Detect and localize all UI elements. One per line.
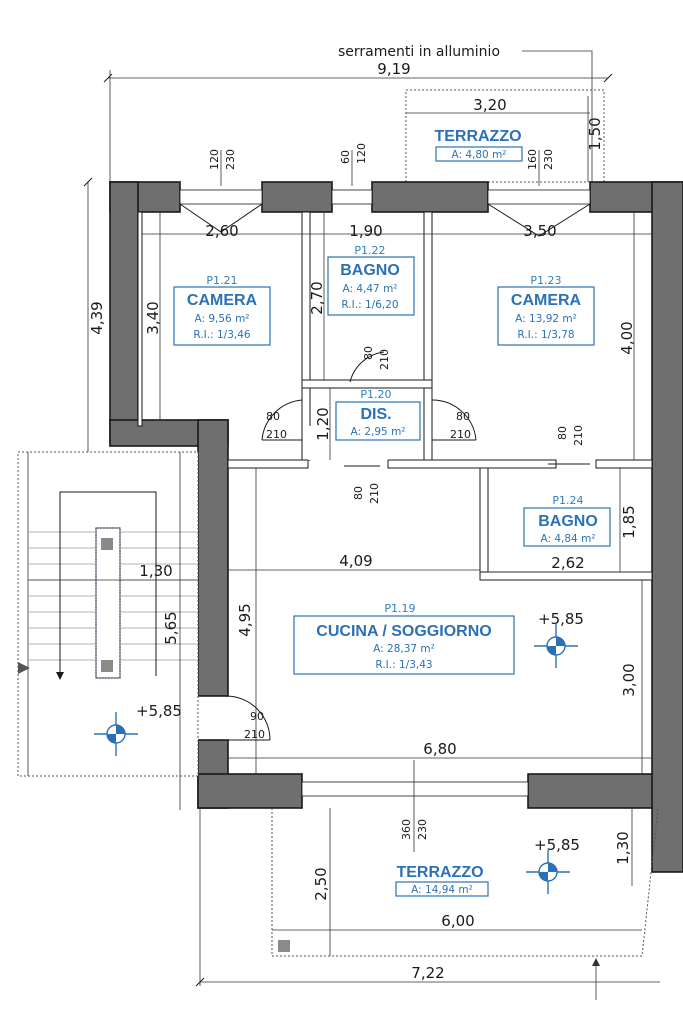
svg-text:80: 80: [266, 410, 280, 423]
svg-text:A: 4,84 m²: A: 4,84 m²: [540, 533, 595, 545]
svg-text:60: 60: [339, 150, 352, 164]
stair-level-label: +5,85: [136, 702, 182, 720]
room-bagno-p1-22: P1.22 BAGNO A: 4,47 m² R.I.: 1/6,20: [327, 244, 415, 316]
svg-text:P1.20: P1.20: [360, 388, 391, 401]
svg-text:210: 210: [244, 728, 265, 741]
svg-text:A: 13,92 m²: A: 13,92 m²: [515, 313, 577, 325]
terrace-top-name: TERRAZZO: [434, 128, 521, 145]
svg-text:2,62: 2,62: [551, 554, 584, 572]
svg-text:P1.21: P1.21: [206, 274, 237, 287]
living-level-marker: [534, 624, 578, 668]
upper-room-dimensions: 2,60 1,90 3,50 3,40 2,70 4,00 1,20: [142, 212, 652, 460]
svg-text:+5,85: +5,85: [534, 836, 580, 854]
svg-text:4,95: 4,95: [236, 603, 254, 636]
svg-text:7,22: 7,22: [411, 964, 444, 982]
svg-text:230: 230: [224, 149, 237, 170]
bottom-terrace: 2,50 6,00 1,30 TERRAZZO A: 14,94 m² +5,8…: [271, 807, 659, 957]
svg-text:210: 210: [450, 428, 471, 441]
svg-text:+5,85: +5,85: [538, 610, 584, 628]
bottom-width-dimension: 7,22: [195, 808, 660, 1000]
svg-text:80: 80: [362, 346, 375, 360]
svg-text:120: 120: [355, 143, 368, 164]
svg-text:120: 120: [208, 149, 221, 170]
svg-text:230: 230: [542, 149, 555, 170]
living-level: +5,85: [534, 610, 584, 668]
stair-level-marker: [94, 712, 138, 756]
svg-text:210: 210: [378, 349, 391, 370]
svg-text:210: 210: [368, 483, 381, 504]
door-swings: [179, 203, 591, 741]
terrace-top-width-label: 3,20: [473, 96, 506, 114]
svg-text:1,85: 1,85: [620, 505, 638, 538]
staircase: 1,30 5,65 +5,85: [17, 451, 199, 810]
window-opening-labels: 120 230 60 120 160 230: [208, 143, 555, 186]
svg-text:CAMERA: CAMERA: [511, 292, 582, 309]
svg-text:6,80: 6,80: [423, 740, 456, 758]
terrace-top-depth-label: 1,50: [586, 117, 604, 150]
svg-text:A: 2,95 m²: A: 2,95 m²: [350, 426, 405, 438]
svg-text:4,00: 4,00: [618, 321, 636, 354]
exterior-walls: [109, 181, 683, 873]
svg-text:A: 14,94 m²: A: 14,94 m²: [411, 884, 473, 896]
svg-text:3,40: 3,40: [144, 301, 162, 334]
svg-text:P1.19: P1.19: [384, 602, 415, 615]
overall-width-label: 9,19: [377, 60, 410, 78]
left-height-dimension: 4,39: [83, 177, 106, 452]
room-cucina-soggiorno-p1-19: P1.19 CUCINA / SOGGIORNO A: 28,37 m² R.I…: [293, 602, 515, 675]
svg-text:DIS.: DIS.: [360, 406, 391, 423]
room-bagno-p1-24: P1.24 BAGNO A: 4,84 m²: [523, 494, 611, 547]
terrace-top-area: A: 4,80 m²: [451, 149, 506, 161]
bagno24-dimensions: 2,62 1,85: [488, 468, 652, 573]
left-height-label: 4,39: [88, 301, 106, 334]
room-dis-p1-20: P1.20 DIS. A: 2,95 m²: [335, 388, 421, 441]
svg-text:A: 9,56 m²: A: 9,56 m²: [194, 313, 249, 325]
svg-text:360: 360: [400, 819, 413, 840]
svg-text:A: 4,47 m²: A: 4,47 m²: [342, 283, 397, 295]
svg-text:2,50: 2,50: [312, 867, 330, 900]
svg-text:1,30: 1,30: [614, 831, 632, 864]
note-leader-line: [522, 50, 593, 196]
svg-text:6,00: 6,00: [441, 912, 474, 930]
svg-text:BAGNO: BAGNO: [538, 513, 598, 530]
svg-text:3,50: 3,50: [523, 222, 556, 240]
living-dimensions: 4,09 4,95 3,00 6,80: [228, 468, 652, 774]
svg-text:160: 160: [526, 149, 539, 170]
svg-text:2,70: 2,70: [308, 281, 326, 314]
svg-text:R.I.: 1/3,43: R.I.: 1/3,43: [375, 659, 432, 671]
stair-length-label: 5,65: [162, 611, 180, 644]
svg-text:2,60: 2,60: [205, 222, 238, 240]
room-camera-p1-21: P1.21 CAMERA A: 9,56 m² R.I.: 1/3,46: [173, 274, 271, 346]
svg-text:R.I.: 1/6,20: R.I.: 1/6,20: [341, 299, 398, 311]
room-camera-p1-23: P1.23 CAMERA A: 13,92 m² R.I.: 1/3,78: [497, 274, 595, 346]
svg-text:210: 210: [266, 428, 287, 441]
svg-text:P1.24: P1.24: [552, 494, 583, 507]
stair-width-label: 1,30: [139, 562, 172, 580]
svg-text:3,00: 3,00: [620, 663, 638, 696]
svg-text:P1.23: P1.23: [530, 274, 561, 287]
svg-text:90: 90: [250, 710, 264, 723]
terrace-level-marker: [526, 850, 570, 894]
svg-text:A: 28,37 m²: A: 28,37 m²: [373, 643, 435, 655]
aluminium-frames-note: serramenti in alluminio: [338, 44, 500, 60]
svg-text:CUCINA / SOGGIORNO: CUCINA / SOGGIORNO: [316, 623, 491, 640]
svg-text:80: 80: [556, 426, 569, 440]
svg-text:1,20: 1,20: [314, 407, 332, 440]
svg-text:CAMERA: CAMERA: [187, 292, 258, 309]
door-opening-labels: 80 210 80 210 80 210 80 210 80 210 90 21…: [244, 346, 585, 852]
svg-text:80: 80: [352, 486, 365, 500]
svg-text:R.I.: 1/3,46: R.I.: 1/3,46: [193, 329, 250, 341]
svg-text:BAGNO: BAGNO: [340, 262, 400, 279]
svg-text:4,09: 4,09: [339, 552, 372, 570]
svg-text:210: 210: [572, 425, 585, 446]
svg-text:P1.22: P1.22: [354, 244, 385, 257]
top-terrace: 3,20 1,50 TERRAZZO A: 4,80 m²: [405, 89, 605, 183]
svg-text:230: 230: [416, 819, 429, 840]
overall-width-dimension: 9,19: [103, 60, 613, 190]
svg-text:TERRAZZO: TERRAZZO: [396, 864, 483, 881]
svg-text:R.I.: 1/3,78: R.I.: 1/3,78: [517, 329, 574, 341]
svg-text:80: 80: [456, 410, 470, 423]
svg-text:1,90: 1,90: [349, 222, 382, 240]
